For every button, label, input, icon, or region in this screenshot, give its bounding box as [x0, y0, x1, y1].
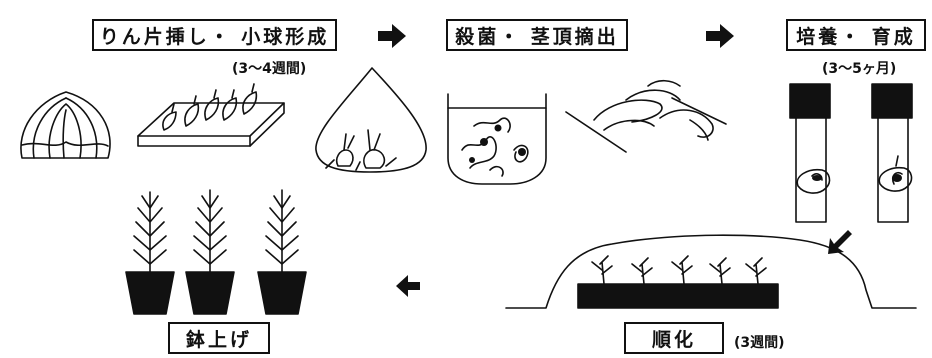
lily-bulb-illustration [20, 91, 111, 159]
excision-tools-illustration [565, 79, 727, 153]
step-sterilization-label: 殺菌・ 茎頂摘出 [446, 19, 628, 51]
step-acclimation-label: 順化 [624, 322, 724, 354]
arrow-right-1-icon [378, 24, 406, 48]
culture-tube-1-illustration [789, 83, 831, 223]
arrow-left-icon [396, 275, 420, 297]
step-potting-label: 鉢上げ [168, 322, 270, 354]
step-culture-duration: (3～5ヶ月) [822, 61, 897, 77]
sterilization-beaker-illustration [447, 93, 547, 185]
step-acclimation-duration: (3週間) [734, 335, 785, 351]
scale-cutting-tray-illustration [137, 83, 285, 147]
step-scale-cutting-label: りん片挿し・ 小球形成 [92, 19, 337, 51]
acclimation-tunnel-illustration [505, 234, 917, 309]
arrow-down-left-icon [828, 230, 854, 254]
bag-bulblet-illustration [315, 67, 427, 173]
step-scale-cutting-duration: (3～4週間) [232, 61, 307, 77]
potted-plant-1-illustration [125, 191, 175, 315]
arrow-right-2-icon [706, 24, 734, 48]
potted-plant-2-illustration [185, 189, 235, 315]
root-mass-illustration [469, 124, 526, 163]
culture-tube-2-illustration [871, 83, 913, 223]
step-culture-label: 培養・ 育成 [786, 19, 926, 51]
potted-plant-3-illustration [257, 189, 307, 315]
